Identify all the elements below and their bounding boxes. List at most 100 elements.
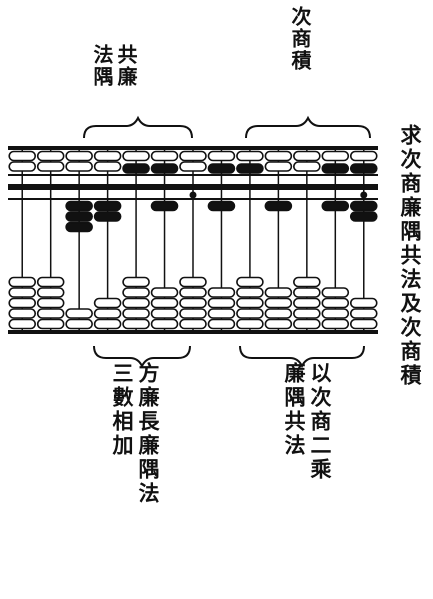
bottom-right-brace (239, 345, 365, 369)
upper-bead (93, 150, 122, 162)
upper-bead (93, 161, 122, 172)
lower-bead (321, 287, 350, 298)
unit-marker-dot (189, 191, 197, 199)
upper-bead (349, 163, 378, 174)
lower-bead (207, 308, 236, 319)
lower-bead (349, 318, 378, 330)
lower-bead (349, 297, 378, 309)
lower-bead (93, 200, 122, 212)
lower-bead (236, 308, 264, 319)
unit-marker-dot (360, 191, 368, 199)
upper-bead (321, 163, 350, 174)
lower-bead (122, 308, 150, 319)
lower-bead (207, 297, 236, 309)
upper-bead (179, 161, 207, 172)
upper-bead (65, 150, 93, 162)
lower-bead (264, 200, 293, 212)
lower-bead (150, 308, 179, 319)
lower-bead (150, 318, 179, 330)
upper-bead (8, 150, 37, 162)
bottom-left-brace (93, 345, 191, 369)
lower-bead (293, 318, 321, 330)
side-title: 求次商廉隅共法及次商積 (398, 124, 423, 388)
upper-bead (150, 150, 179, 162)
upper-bead (122, 163, 150, 174)
lower-bead (93, 318, 122, 330)
lower-bead (293, 308, 321, 319)
lower-bead (293, 287, 321, 298)
lower-bead (207, 318, 236, 330)
lower-bead (8, 276, 37, 288)
label-bottom-right-col1: 以次商二乘 (308, 362, 333, 482)
lower-bead (65, 200, 93, 212)
upper-bead (207, 150, 236, 162)
upper-bead (150, 163, 179, 174)
lower-bead (8, 287, 37, 298)
lower-bead (179, 297, 207, 309)
lower-bead (321, 308, 350, 319)
lower-bead (321, 297, 350, 309)
lower-bead (36, 297, 65, 309)
lower-bead (236, 297, 264, 309)
abacus-top-bar (8, 146, 378, 150)
lower-bead (8, 318, 37, 330)
lower-bead (264, 287, 293, 298)
lower-bead (8, 308, 37, 319)
lower-bead (293, 276, 321, 288)
upper-bead (236, 163, 264, 174)
lower-bead (36, 287, 65, 298)
upper-bead (122, 150, 150, 162)
lower-bead (122, 318, 150, 330)
lower-bead (150, 200, 179, 212)
lower-bead (179, 318, 207, 330)
upper-bead (321, 150, 350, 162)
lower-bead (264, 308, 293, 319)
lower-bead (150, 287, 179, 298)
label-gonglian-line2: 法隅 (90, 44, 114, 88)
upper-bead (36, 161, 65, 172)
lower-bead (321, 200, 350, 212)
upper-bead (36, 150, 65, 162)
upper-bead (236, 150, 264, 162)
upper-bead (65, 161, 93, 172)
lower-bead (93, 297, 122, 309)
label-cishang-ji: 次商積 (288, 6, 312, 72)
lower-bead (36, 318, 65, 330)
upper-bead (207, 163, 236, 174)
upper-bead (293, 150, 321, 162)
lower-bead (122, 297, 150, 309)
lower-bead (65, 221, 93, 233)
top-right-brace (245, 115, 371, 139)
lower-bead (321, 318, 350, 330)
lower-bead (264, 318, 293, 330)
label-bottom-left-col1: 方廉長廉隅法 (136, 362, 161, 506)
lower-bead (264, 297, 293, 309)
lower-bead (122, 276, 150, 288)
label-bottom-right-col2: 廉隅共法 (282, 362, 307, 458)
lower-bead (8, 297, 37, 309)
lower-bead (236, 276, 264, 288)
lower-bead (150, 297, 179, 309)
lower-bead (36, 308, 65, 319)
lower-bead (65, 308, 93, 319)
upper-bead (179, 150, 207, 162)
label-gonglian-line1: 共廉 (114, 44, 138, 88)
lower-bead (207, 287, 236, 298)
lower-bead (349, 308, 378, 319)
lower-bead (93, 211, 122, 222)
label-bottom-left-col2: 三數相加 (110, 362, 135, 458)
lower-bead (236, 287, 264, 298)
lower-bead (293, 297, 321, 309)
abacus-bottom-bar (8, 330, 378, 334)
lower-bead (179, 276, 207, 288)
upper-bead (264, 150, 293, 162)
lower-bead (179, 308, 207, 319)
lower-bead (65, 211, 93, 222)
upper-bead (8, 161, 37, 172)
upper-bead (349, 150, 378, 162)
lower-bead (93, 308, 122, 319)
lower-bead (207, 200, 236, 212)
upper-bead (293, 161, 321, 172)
lower-bead (122, 287, 150, 298)
